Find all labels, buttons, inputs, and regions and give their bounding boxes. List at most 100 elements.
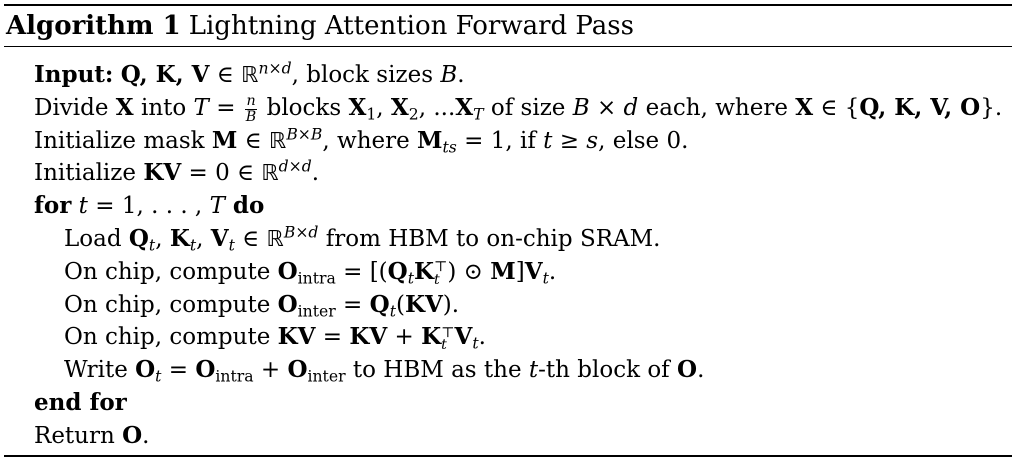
text: + xyxy=(253,357,288,384)
input-text: , block sizes xyxy=(291,62,441,88)
in-symbol: ∈ xyxy=(209,62,242,88)
text: blocks xyxy=(259,94,349,121)
text: = xyxy=(315,324,350,351)
var-K: K xyxy=(421,323,442,351)
text: ) ⊙ xyxy=(447,258,491,285)
sub: t xyxy=(155,366,162,386)
text: = 0 ∈ xyxy=(181,160,262,187)
keyword-end-for: end for xyxy=(34,388,127,416)
sub: inter xyxy=(297,301,336,321)
period: . xyxy=(311,160,320,187)
line-input: Input: Q, K, V ∈ ℝn×d, block sizes B. xyxy=(34,59,1012,92)
sub: t xyxy=(407,268,414,288)
subsup: ⊤t xyxy=(441,324,455,354)
text: + xyxy=(387,324,422,351)
algorithm-header: Algorithm 1 Lightning Attention Forward … xyxy=(4,6,1012,47)
sub: t xyxy=(472,334,479,354)
text: = xyxy=(335,291,370,318)
sub: inter xyxy=(307,366,346,386)
var-O: O xyxy=(287,356,308,384)
var-T: T xyxy=(193,94,209,121)
var-KV: KV xyxy=(277,323,316,351)
var-T: T xyxy=(209,193,225,220)
var-Q: Q xyxy=(128,224,149,252)
condition: t ≥ s xyxy=(543,127,599,154)
line-end-for: end for xyxy=(34,387,1012,420)
var-V: V xyxy=(210,224,229,252)
var-X: X xyxy=(795,93,814,121)
text: ). xyxy=(442,291,460,318)
sub: t xyxy=(433,271,440,288)
set-QKVO: Q, K, V, O xyxy=(859,93,981,121)
frac-num: n xyxy=(244,93,258,111)
algorithm-label: Algorithm 1 xyxy=(6,11,181,41)
var-t: t xyxy=(71,193,88,220)
text: each, where xyxy=(638,94,796,121)
algorithm-title: Lightning Attention Forward Pass xyxy=(188,11,634,41)
dims-sup: d×d xyxy=(278,156,312,176)
var-K: K xyxy=(413,257,434,285)
var-O: O xyxy=(122,421,143,449)
sub: t xyxy=(189,235,197,255)
frac-den: B xyxy=(245,109,257,126)
text: = 1, . . . , xyxy=(87,193,210,220)
var-B: B xyxy=(440,62,458,88)
algorithm-box: Algorithm 1 Lightning Attention Forward … xyxy=(4,4,1012,457)
text: On chip, compute xyxy=(64,258,278,285)
var-V: V xyxy=(454,323,473,351)
line-load: Load Qt, Kt, Vt ∈ ℝB×d from HBM to on-ch… xyxy=(64,222,661,255)
sub: 2 xyxy=(408,104,419,124)
text: Return xyxy=(34,422,123,449)
transpose: ⊤ xyxy=(441,324,455,341)
var-t: t xyxy=(528,357,539,384)
sub: t xyxy=(441,337,447,354)
keyword-input: Input: xyxy=(34,61,114,88)
dims-sup: B×B xyxy=(286,124,323,143)
period: . xyxy=(548,258,557,285)
sub: T xyxy=(473,104,484,124)
text: On chip, compute xyxy=(64,324,278,351)
period: . xyxy=(478,324,486,351)
reals-symbol: ℝ xyxy=(241,63,259,88)
var-V: V xyxy=(524,257,543,285)
text: = xyxy=(161,357,196,384)
equals: = xyxy=(208,94,243,121)
text: Divide xyxy=(34,94,116,121)
var-O: O xyxy=(135,356,156,384)
sub: t xyxy=(148,235,156,255)
var-X: X xyxy=(115,93,134,121)
var-KV: KV xyxy=(143,159,182,187)
size-expr: B × d xyxy=(572,94,639,121)
text: from HBM to on-chip SRAM. xyxy=(318,225,661,252)
input-vars: Q, K, V xyxy=(120,61,210,88)
reals-symbol: ℝ xyxy=(266,226,284,252)
in-symbol: ∈ xyxy=(237,127,270,154)
sub: ts xyxy=(442,137,457,157)
var-M: M xyxy=(211,126,238,154)
period: . xyxy=(142,422,150,449)
var-Q: Q xyxy=(387,257,408,285)
var-X1: X xyxy=(348,93,367,121)
text: Write xyxy=(64,357,136,384)
line-o-intra: On chip, compute Ointra = [(QtK⊤t) ⊙ M]V… xyxy=(34,256,1012,289)
text: }. xyxy=(980,94,1003,121)
line-write: Write Ot = Ointra + Ointer to HBM as the… xyxy=(34,354,1012,387)
text: Load xyxy=(64,225,129,252)
line-for: for t = 1, . . . , T do xyxy=(34,190,1012,223)
var-XT: X xyxy=(455,93,474,121)
sub: 1 xyxy=(366,104,377,124)
var-K: K xyxy=(169,224,190,252)
var-KV: KV xyxy=(349,323,388,351)
text: -th block of xyxy=(538,357,678,384)
transpose: ⊤ xyxy=(433,258,448,275)
text: ∈ { xyxy=(813,94,860,121)
text: Initialize xyxy=(34,160,144,187)
period: . xyxy=(697,357,705,384)
text: to HBM as the xyxy=(345,357,529,384)
text: ] xyxy=(515,258,525,285)
var-O: O xyxy=(195,356,216,384)
comma: , xyxy=(376,94,391,121)
